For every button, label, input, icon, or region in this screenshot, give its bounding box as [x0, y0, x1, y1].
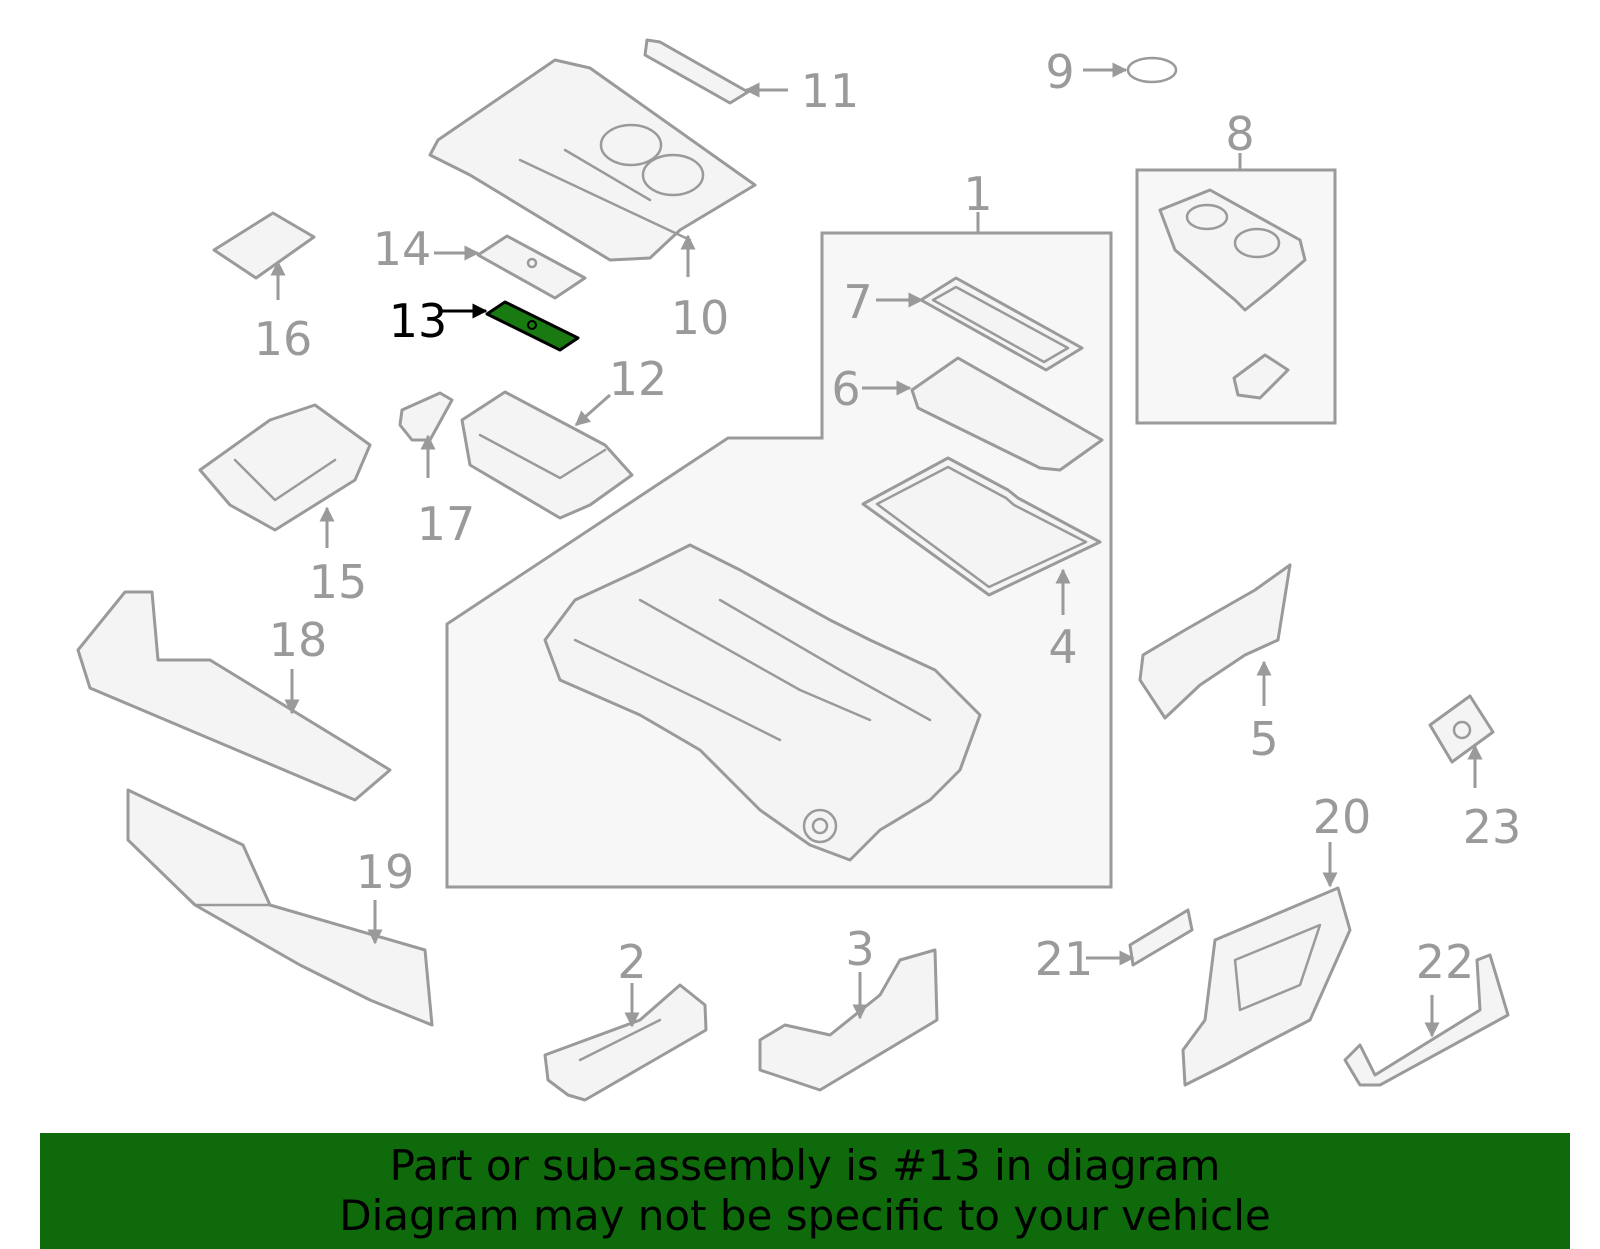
part-4-liner	[861, 456, 1102, 615]
banner-line-2: Diagram may not be specific to your vehi…	[339, 1191, 1271, 1240]
callout-18: 18	[269, 613, 328, 667]
callout-15: 15	[309, 555, 368, 609]
callout-7: 7	[843, 275, 872, 329]
part-12-tray	[460, 390, 634, 520]
part-3-bracket	[758, 948, 939, 1092]
callout-10: 10	[671, 291, 730, 345]
part-9-ring	[1083, 56, 1178, 84]
callout-20: 20	[1313, 790, 1372, 844]
callout-21: 21	[1035, 932, 1094, 986]
callout-2: 2	[617, 935, 646, 989]
callout-12: 12	[609, 352, 668, 406]
callout-22: 22	[1416, 935, 1475, 989]
part-5-bracket	[1138, 563, 1292, 720]
part-8-cupholder	[1158, 188, 1307, 400]
parts-diagram: 1 2 3 4 5 6 7 8 9 10 11 12 13 14 15 16 1…	[76, 38, 1522, 1102]
part-22-trim	[1343, 953, 1510, 1087]
part-13-highlighted	[442, 300, 580, 352]
part-11-strip	[643, 38, 788, 105]
part-10-console-top	[428, 58, 757, 277]
part-2-bracket	[543, 983, 708, 1102]
callout-8: 8	[1225, 107, 1254, 161]
callout-16: 16	[254, 312, 313, 366]
callout-1: 1	[963, 167, 992, 221]
callout-19: 19	[356, 845, 415, 899]
part-23-switch	[1428, 694, 1495, 788]
part-17-clip	[398, 391, 454, 478]
callout-17: 17	[417, 497, 476, 551]
part-16-mat	[212, 211, 316, 300]
part-20-rear-panel	[1181, 842, 1352, 1087]
part-6-lid	[862, 356, 1104, 472]
console-housing	[543, 543, 982, 862]
callout-13-highlighted: 13	[389, 294, 448, 348]
part-19-panel	[126, 788, 434, 1027]
info-banner: Part or sub-assembly is #13 in diagram D…	[40, 1133, 1570, 1249]
part-14-mat	[434, 234, 587, 300]
part-15-bin	[198, 403, 372, 548]
part-18-trim	[76, 590, 392, 802]
callout-11: 11	[801, 64, 860, 118]
part-7-pad	[876, 276, 1084, 372]
callout-14: 14	[373, 222, 432, 276]
callout-4: 4	[1048, 620, 1077, 674]
callout-5: 5	[1249, 712, 1278, 766]
callout-9: 9	[1045, 45, 1074, 99]
callout-23: 23	[1463, 800, 1522, 854]
banner-line-1: Part or sub-assembly is #13 in diagram	[389, 1141, 1221, 1190]
callout-6: 6	[831, 362, 860, 416]
part-21-strip	[1086, 908, 1194, 967]
callout-3: 3	[845, 922, 874, 976]
